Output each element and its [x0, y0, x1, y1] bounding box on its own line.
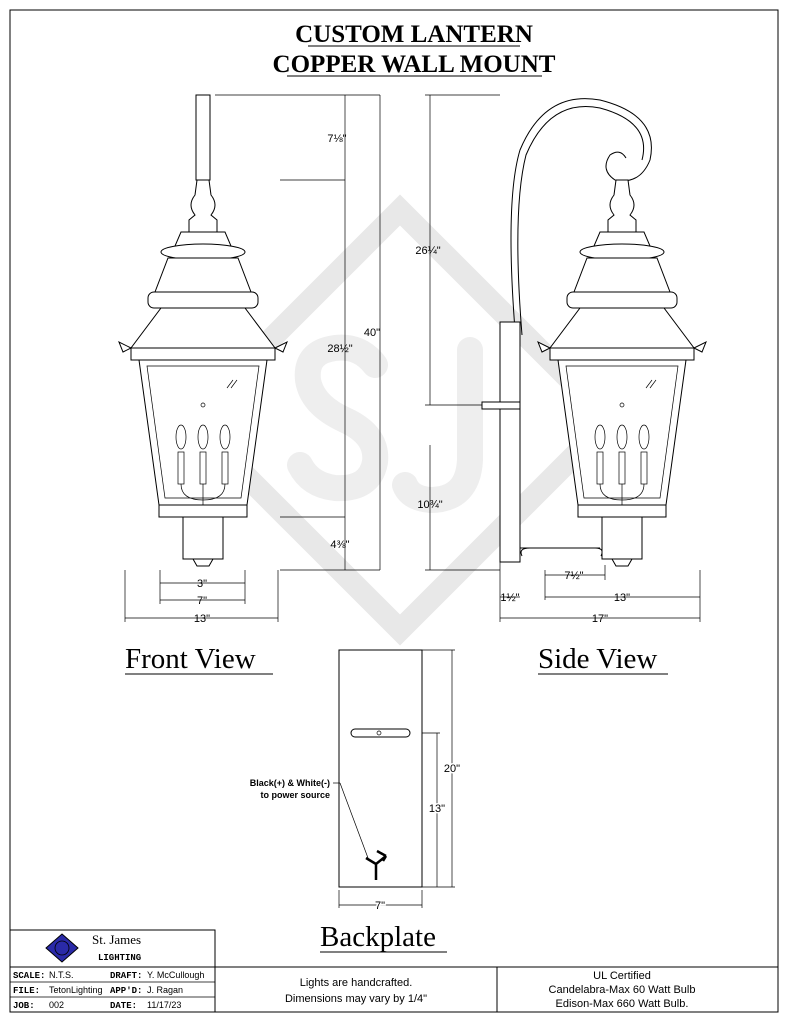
dim-projection: 17"	[592, 613, 608, 625]
wire-note-2: to power source	[260, 790, 330, 800]
dim-mount-height: 13"	[429, 803, 445, 815]
dim-finial: 7⅛"	[327, 133, 346, 145]
dimensions-note: Dimensions may vary by 1/4"	[285, 993, 427, 1005]
candelabra-rating: Candelabra-Max 60 Watt Bulb	[549, 984, 696, 996]
sheet-border	[9, 9, 779, 1013]
draft-value: Y. McCullough	[147, 970, 204, 980]
dim-center: 7½"	[564, 570, 583, 582]
file-value: TetonLighting	[49, 985, 103, 995]
handcrafted-note: Lights are handcrafted.	[300, 977, 413, 989]
company-name: St. James	[92, 932, 141, 947]
side-dimensions	[425, 94, 701, 622]
dim-width: 13"	[194, 613, 210, 625]
title-line-1: CUSTOM LANTERN	[295, 21, 533, 48]
dim-fitter: 4⅜"	[330, 539, 349, 551]
dim-plate: 1½"	[500, 592, 519, 604]
file-label: FILE:	[13, 986, 40, 996]
dim-bottom: 7"	[197, 595, 207, 607]
wire-icon	[365, 849, 388, 880]
scale-value: N.T.S.	[49, 970, 74, 980]
ul-certified: UL Certified	[593, 970, 651, 982]
dim-arm: 26¼"	[415, 245, 440, 257]
date-label: DATE:	[110, 1001, 137, 1011]
side-view-label: Side View	[538, 643, 657, 675]
job-label: JOB:	[13, 1001, 35, 1011]
wire-note-1: Black(+) & White(-)	[250, 778, 330, 788]
front-view-label: Front View	[125, 643, 256, 675]
date-value: 11/17/23	[147, 1000, 181, 1010]
appd-label: APP'D:	[110, 986, 142, 996]
side-view-lantern	[481, 98, 707, 567]
front-view-lantern	[118, 94, 288, 567]
company-subname: LIGHTING	[98, 953, 141, 963]
company-logo	[45, 933, 79, 963]
dim-body: 28½"	[327, 343, 352, 355]
backplate-drawing	[333, 649, 455, 908]
backplate-label: Backplate	[320, 921, 436, 953]
draft-label: DRAFT:	[110, 971, 142, 981]
scale-label: SCALE:	[13, 971, 45, 981]
dim-base: 3"	[197, 578, 207, 590]
dim-backplate-width: 7"	[375, 900, 385, 912]
title-line-2: COPPER WALL MOUNT	[273, 51, 556, 78]
dim-overall: 40"	[364, 327, 380, 339]
dim-backplate-height: 20"	[444, 763, 460, 775]
dim-lower: 10¾"	[417, 499, 442, 511]
front-dimensions	[124, 94, 381, 622]
appd-value: J. Ragan	[147, 985, 183, 995]
title-block: St. James LIGHTING SCALE: N.T.S. DRAFT: …	[9, 929, 778, 1013]
edison-rating: Edison-Max 660 Watt Bulb.	[556, 998, 689, 1010]
dim-lantern-width: 13"	[614, 592, 630, 604]
job-value: 002	[49, 1000, 64, 1010]
